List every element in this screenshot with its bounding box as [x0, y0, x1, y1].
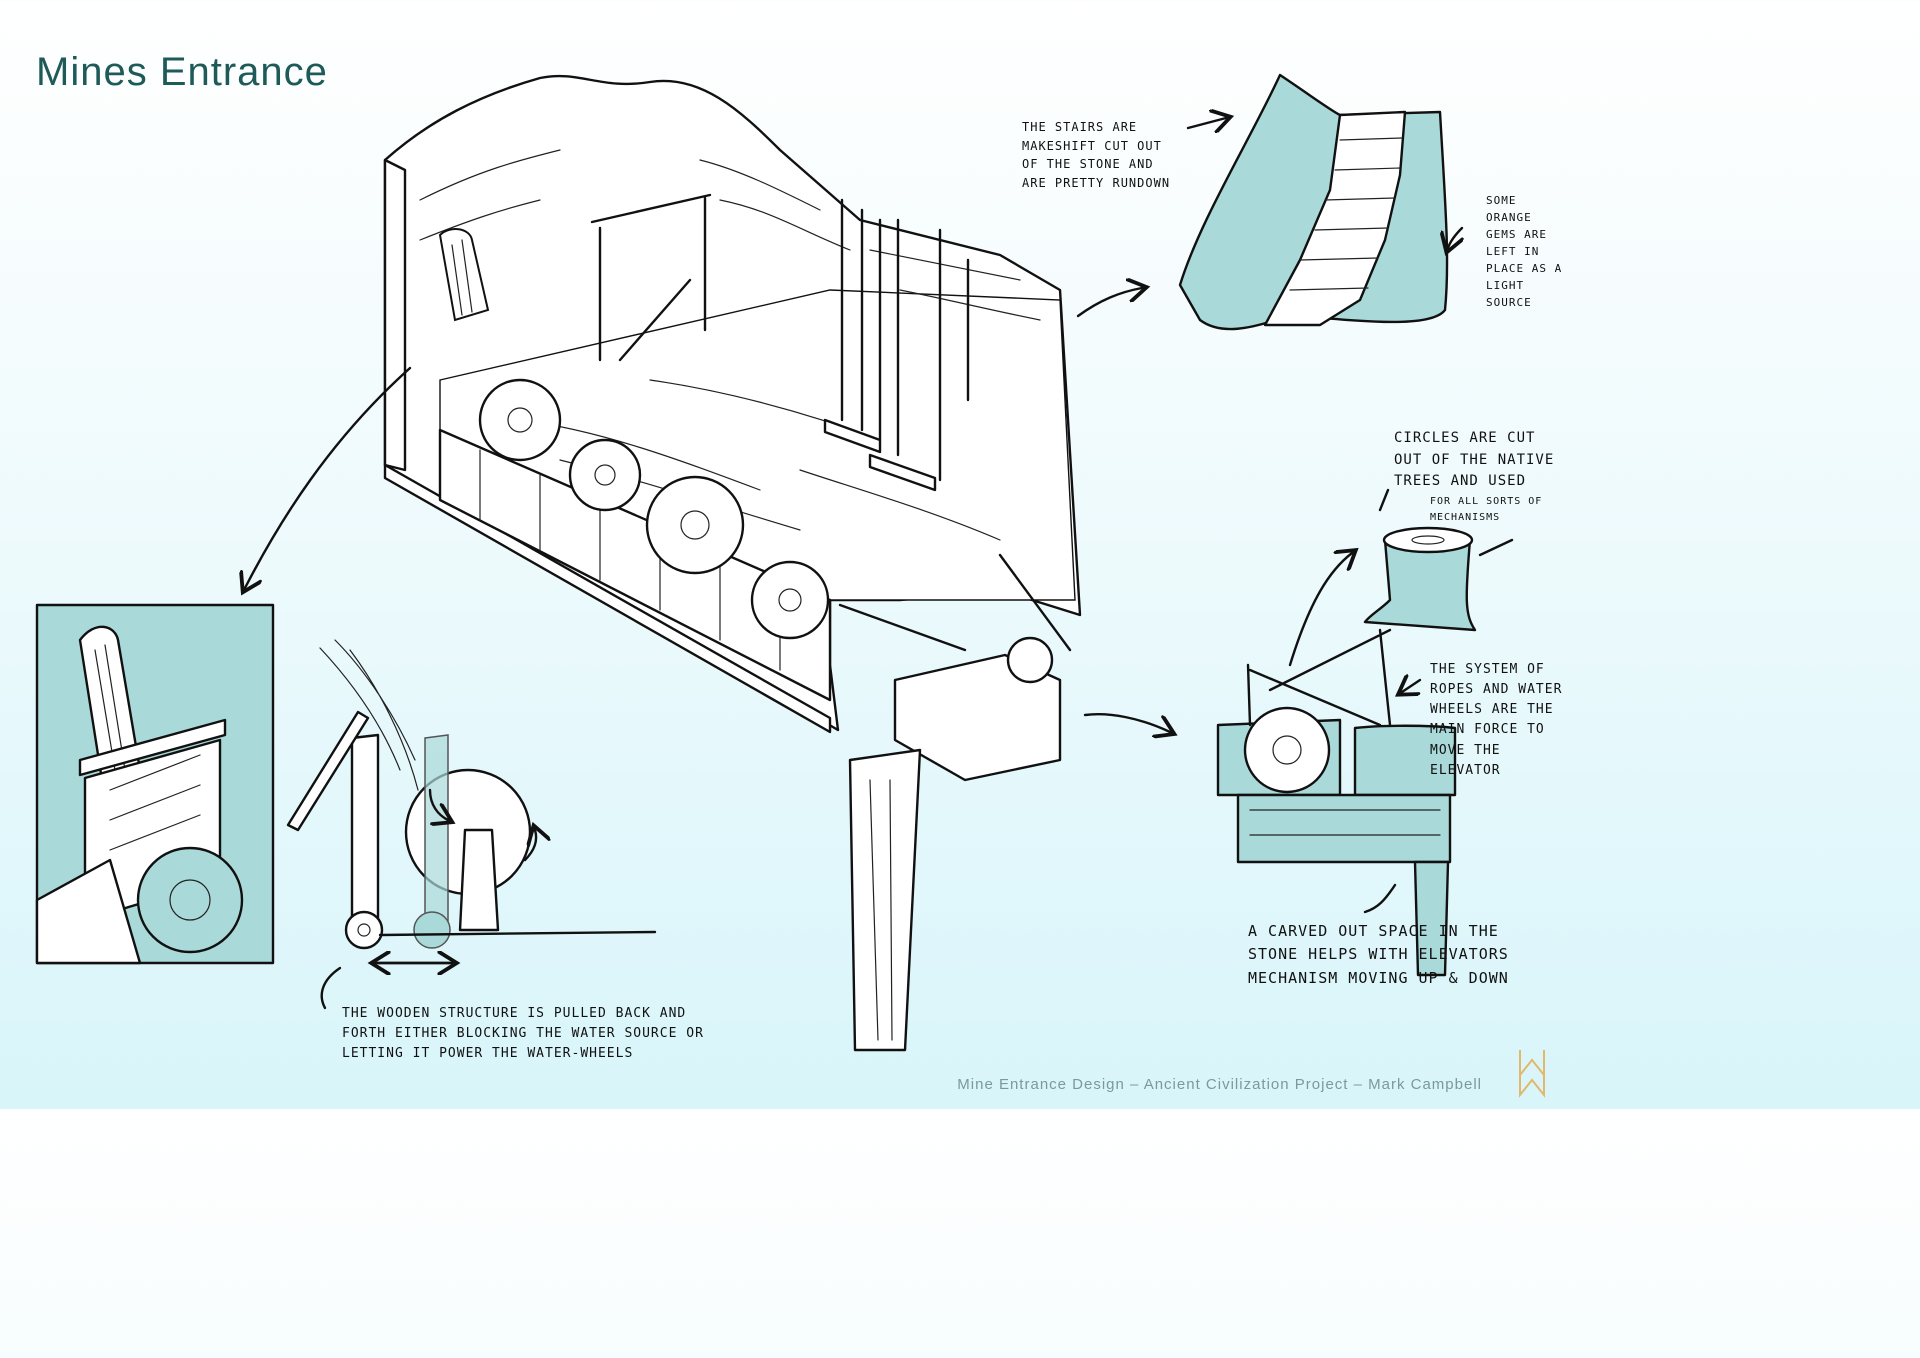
note-stairs: The stairs are makeshift cut out of the …: [1022, 120, 1171, 190]
sketch-illustration: [35, 73, 1545, 1098]
signature-monogram: [1519, 1050, 1545, 1098]
waterfall-detail-panel: [35, 603, 275, 965]
note-gems: Some orange gems are left in place as a …: [1486, 194, 1563, 310]
note-ropes: The system of ropes and water wheels are…: [1430, 662, 1563, 778]
page-title: Mines Entrance: [36, 50, 328, 94]
note-circles: Circles are cut out of the native trees …: [1394, 430, 1555, 490]
note-wooden-structure: The wooden structure is pulled back and …: [342, 1006, 704, 1062]
note-circles-sub: for all sorts of mechanisms: [1430, 496, 1543, 523]
footer-credit: Mine Entrance Design – Ancient Civilizat…: [957, 1076, 1482, 1093]
stairs-sketch: [1178, 73, 1462, 331]
mine-block-drawing: [383, 74, 1082, 1052]
note-carved: A carved out space in the stone helps wi…: [1248, 922, 1509, 987]
tree-stump-sketch: [1363, 488, 1514, 632]
gate-mechanism-diagram: [286, 639, 657, 1010]
elevator-mechanism-sketch: [1216, 553, 1457, 977]
